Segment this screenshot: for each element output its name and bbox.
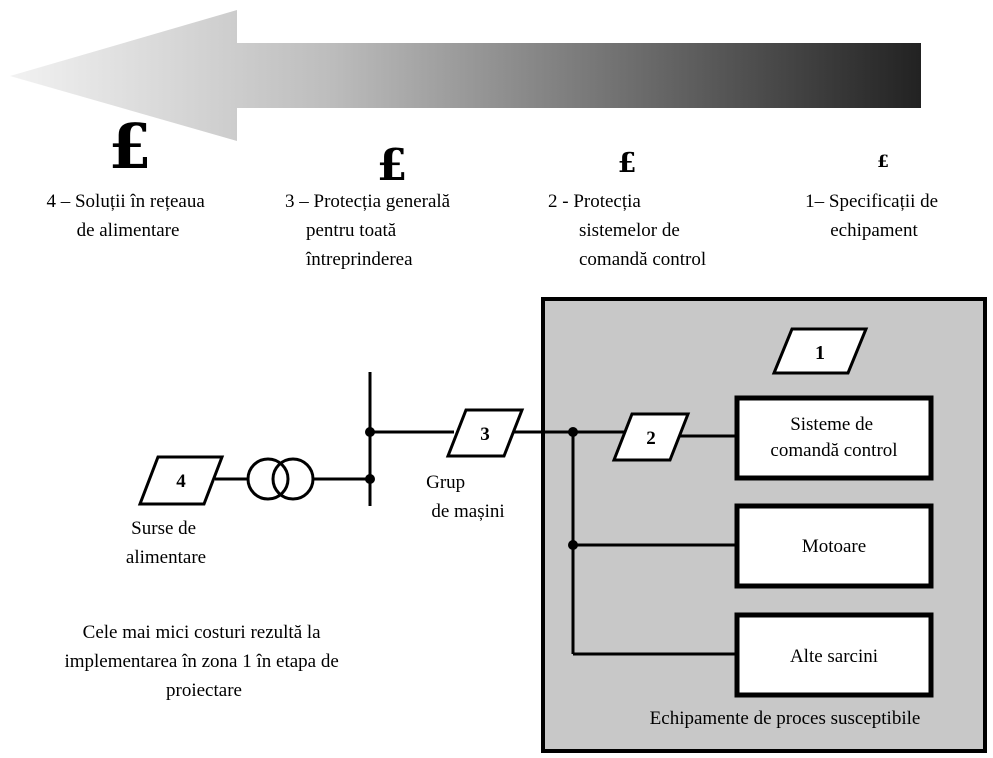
other-loads-box xyxy=(734,612,934,698)
level-1-label: 1– Specificații de echipament xyxy=(805,191,943,241)
zone-marker-2 xyxy=(611,412,691,462)
zone-caption: Echipamente de proces susceptibile xyxy=(650,708,921,729)
zone-marker-4-label: 4 xyxy=(176,471,186,492)
motors-label: Motoare xyxy=(802,536,866,557)
level-2-label: 2 - Protecția sistemelor de comandă cont… xyxy=(548,191,706,270)
junction-dot xyxy=(365,474,375,484)
level-3-label: 3 – Protecția generală pentru toată într… xyxy=(285,191,455,270)
control-systems-label: Sisteme de comandă control xyxy=(770,414,897,461)
other-loads-label: Alte sarcini xyxy=(790,646,878,667)
junction-dot xyxy=(568,427,578,437)
pound-symbol-small: £ xyxy=(618,148,637,179)
transformer-coil-left xyxy=(246,457,290,501)
junction-dot xyxy=(568,540,578,550)
pound-symbol-medium: £ xyxy=(377,140,408,191)
pound-symbol-large: £ xyxy=(108,110,151,183)
zone-marker-2-label: 2 xyxy=(646,428,656,449)
junction-dot xyxy=(365,427,375,437)
zone-marker-1 xyxy=(771,327,869,375)
pound-symbol-tiny: £ xyxy=(877,152,889,172)
control-systems-box xyxy=(734,395,934,481)
transformer-coil-right xyxy=(271,457,315,501)
zone-marker-3-label: 3 xyxy=(480,424,490,445)
cost-note: Cele mai mici costuri rezultă la impleme… xyxy=(64,622,343,701)
zone-marker-1-label: 1 xyxy=(815,342,825,364)
cost-arrow xyxy=(10,10,921,141)
level-4-label: 4 – Soluții în rețeaua de alimentare xyxy=(46,191,209,241)
motors-box xyxy=(734,503,934,589)
zone-marker-4 xyxy=(137,455,225,506)
zone-marker-3 xyxy=(445,408,525,458)
source-label: Surse de alimentare xyxy=(126,518,206,568)
machines-label: Grup de mașini xyxy=(426,472,505,522)
